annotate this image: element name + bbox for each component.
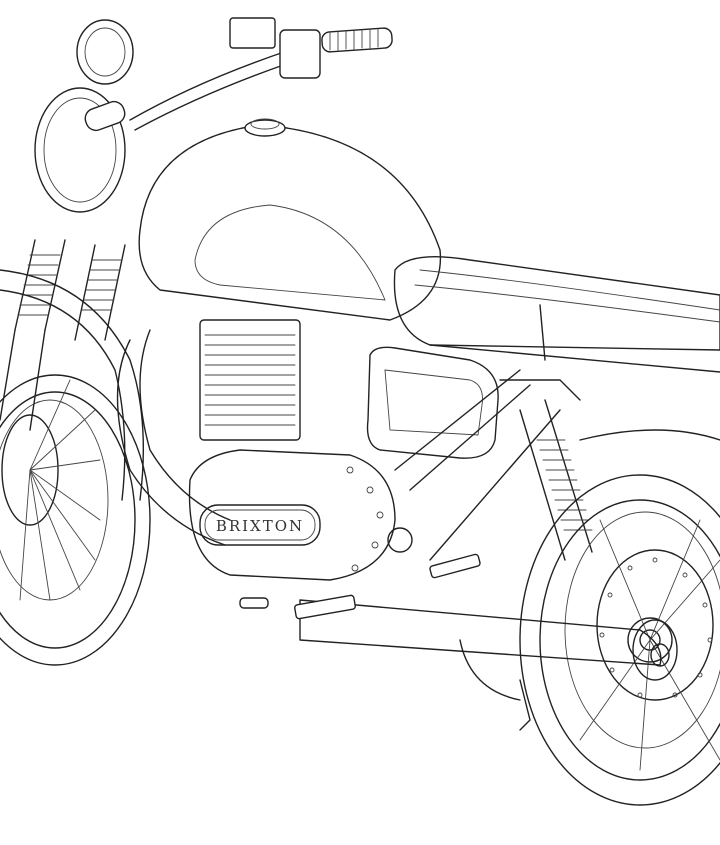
front-forks [0,239,126,431]
rear-fender [579,429,720,441]
handlebars [84,17,393,132]
side-panel [366,346,499,459]
brixton-logo-text: BRIXTON [216,517,304,535]
exhaust [299,599,678,731]
engine-cover: BRIXTON [188,449,413,581]
rear-shock [519,399,593,561]
headlight [34,19,134,213]
engine [116,319,301,546]
foot-pegs [239,553,481,620]
fuel-tank [138,118,442,321]
rear-wheel [519,474,720,806]
front-fender [0,269,145,501]
frame [394,369,581,561]
front-wheel [0,374,151,666]
seat [393,256,720,373]
